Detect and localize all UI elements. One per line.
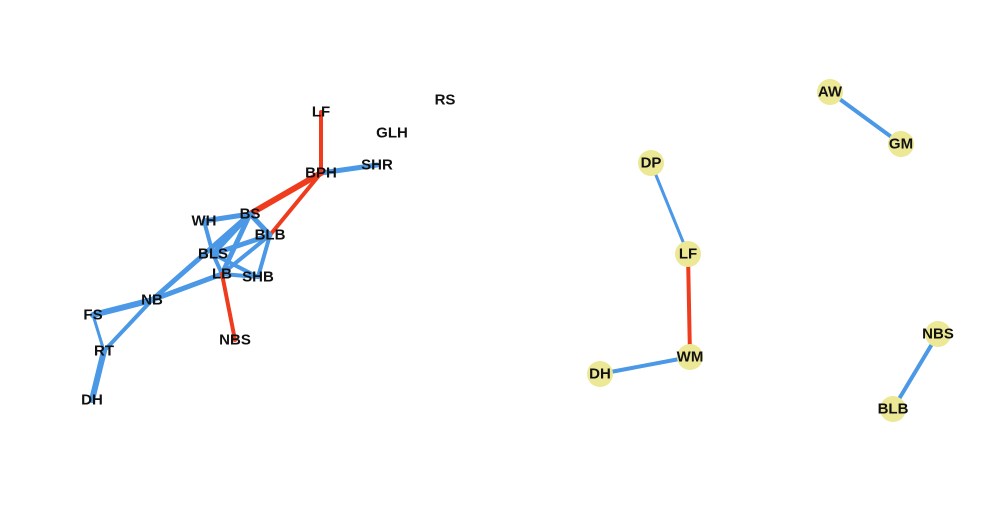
node-circle-aw bbox=[817, 79, 843, 105]
node-circle-lf bbox=[675, 241, 701, 267]
edge-wm-dh-positive bbox=[598, 355, 692, 376]
edge-bs-blb-positive bbox=[247, 211, 273, 238]
edge-lb-nbs-negative bbox=[220, 272, 237, 342]
edge-dp-lf-positive bbox=[649, 161, 690, 256]
node-label-lb: LB bbox=[212, 266, 232, 283]
edge-bs-nb-positive bbox=[149, 211, 253, 303]
node-label-bph: BPH bbox=[305, 165, 337, 182]
node-circle-wm bbox=[677, 344, 703, 370]
edge-lb-nb-positive bbox=[149, 271, 225, 303]
node-label-blb: BLB bbox=[255, 227, 286, 244]
node-label-aw: AW bbox=[818, 84, 843, 101]
edge-lb-shb-positive bbox=[220, 272, 260, 279]
node-label-shb: SHB bbox=[242, 269, 274, 286]
node-label-wh: WH bbox=[192, 213, 217, 230]
node-label-bls: BLS bbox=[198, 246, 228, 263]
node-label-blb: BLB bbox=[878, 401, 909, 418]
node-label-rs: RS bbox=[435, 92, 456, 109]
node-label-lf: LF bbox=[679, 246, 697, 263]
node-label-wm: WM bbox=[677, 349, 704, 366]
node-label-fs: FS bbox=[83, 307, 102, 324]
edge-nbs-blb-positive bbox=[891, 332, 940, 411]
node-label-glh: GLH bbox=[376, 125, 408, 142]
node-circle-dp bbox=[638, 150, 664, 176]
node-label-nbs: NBS bbox=[922, 326, 954, 343]
node-label-shr: SHR bbox=[361, 157, 393, 174]
edges-layer bbox=[89, 90, 940, 411]
edge-bph-blb-negative bbox=[268, 171, 323, 237]
node-circle-nbs bbox=[925, 321, 951, 347]
node-circle-blb bbox=[880, 396, 906, 422]
node-label-nbs: NBS bbox=[219, 332, 251, 349]
node-label-dh: DH bbox=[81, 392, 103, 409]
node-label-dp: DP bbox=[641, 155, 662, 172]
edge-aw-gm-positive bbox=[828, 90, 903, 146]
node-label-rt: RT bbox=[94, 343, 114, 360]
edge-lf-wm-negative bbox=[686, 252, 692, 359]
node-circle-dh bbox=[587, 361, 613, 387]
node-label-nb: NB bbox=[141, 292, 163, 309]
labels-layer: LF GLH RS BPH SHR WH BS BLB BLS LB SHB NB FS RT NBS DH D… bbox=[81, 84, 954, 418]
nodes-layer bbox=[587, 79, 951, 422]
edge-blb-bls-positive bbox=[210, 232, 273, 257]
edge-rt-dh-positive bbox=[89, 348, 107, 403]
node-label-dh: DH bbox=[589, 366, 611, 383]
edge-wh-bs-positive bbox=[201, 211, 253, 224]
edge-bph-shr-positive bbox=[318, 162, 380, 176]
node-label-lf: LF bbox=[312, 104, 330, 121]
edge-blb-lb-positive bbox=[220, 233, 272, 276]
node-circle-gm bbox=[888, 131, 914, 157]
edge-bph-bs-negative bbox=[247, 170, 324, 217]
node-label-gm: GM bbox=[889, 136, 913, 153]
edge-nb-rt-positive bbox=[102, 298, 154, 353]
edge-nb-fs-positive bbox=[90, 297, 155, 318]
edge-bls-lb-positive bbox=[211, 252, 224, 276]
node-label-bs: BS bbox=[240, 206, 261, 223]
edge-bls-shb-positive bbox=[211, 252, 260, 279]
edge-blb-shb-positive bbox=[256, 233, 272, 279]
edge-fs-rt-positive bbox=[91, 313, 106, 353]
